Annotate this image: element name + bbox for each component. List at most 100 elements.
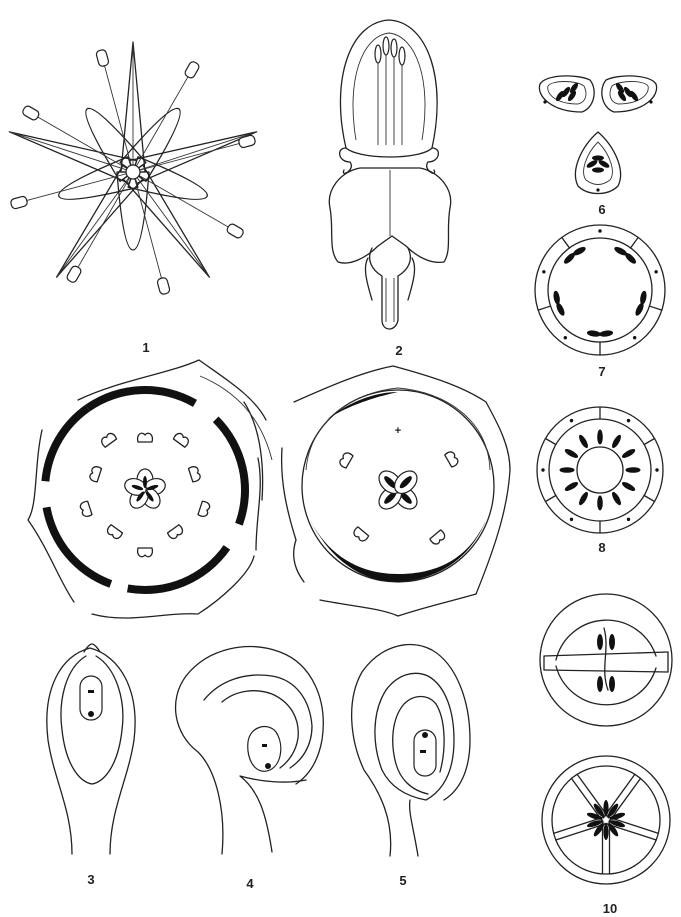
figure-3-label: 3 <box>87 872 94 887</box>
ovule <box>577 434 589 450</box>
stamen <box>138 548 153 557</box>
vascular-dot <box>655 468 658 471</box>
ovule <box>592 155 604 160</box>
vascular-dot <box>570 419 573 422</box>
ovule <box>552 290 560 305</box>
petal <box>43 507 113 588</box>
figure-4-label: 4 <box>246 876 254 891</box>
stamen <box>106 524 123 540</box>
suture <box>644 496 654 502</box>
stamen <box>79 501 92 518</box>
suture <box>562 237 570 248</box>
suture <box>649 306 661 310</box>
petal <box>41 405 90 482</box>
stamen <box>188 465 201 482</box>
vascular-dot <box>542 270 545 273</box>
stamen-filament <box>133 172 235 231</box>
figure-5-label: 5 <box>399 873 406 888</box>
figure-7-label: 7 <box>598 364 605 379</box>
figure-6-label: 6 <box>598 202 605 217</box>
ovule <box>597 430 603 445</box>
stamen-filament <box>133 70 192 172</box>
suture <box>545 439 555 445</box>
figure-6-three-carpel-section <box>539 76 656 194</box>
vascular-dot <box>633 336 636 339</box>
ovule <box>592 167 604 172</box>
ovule <box>560 467 575 473</box>
vascular-dot <box>564 336 567 339</box>
stamen <box>352 527 369 543</box>
ovule <box>621 447 637 459</box>
ovule <box>564 447 580 459</box>
stamen-anther <box>21 105 40 122</box>
figure-9-bilocular-section <box>540 594 672 726</box>
vascular-dot <box>541 468 544 471</box>
suture <box>631 237 639 248</box>
stamen-anther <box>226 223 245 240</box>
stamen <box>167 524 184 540</box>
stamen-filament <box>102 58 133 172</box>
petal <box>213 416 249 525</box>
suture <box>538 306 550 310</box>
petal-inner <box>117 172 149 250</box>
stamen <box>198 501 211 518</box>
vascular-dot <box>654 270 657 273</box>
figure-3-orthotropous-ovule <box>47 644 135 854</box>
ovule <box>577 491 589 507</box>
ovule <box>621 480 637 492</box>
stamen-anther <box>184 60 201 79</box>
ovule <box>564 480 580 492</box>
suture <box>545 496 555 502</box>
vascular-dot <box>627 518 630 521</box>
vascular-dot <box>627 419 630 422</box>
figure-4-campylotropous-ovule <box>176 647 324 854</box>
ovule <box>610 491 622 507</box>
ovule <box>587 330 602 338</box>
stamen <box>430 530 447 546</box>
figure-5-anatropous-ovule <box>352 645 470 856</box>
figure-1-label: 1 <box>142 340 149 355</box>
stamen <box>138 433 153 442</box>
figure-1-star-flower <box>9 42 256 295</box>
vascular-dot <box>570 518 573 521</box>
petal-midrib <box>133 172 209 277</box>
stamen <box>173 432 190 448</box>
stamen <box>445 450 460 467</box>
stamen-anther <box>96 49 110 67</box>
ovule <box>610 434 622 450</box>
stamen-anther <box>10 196 28 210</box>
ovule <box>603 800 608 816</box>
stamen-anther <box>66 265 83 284</box>
stamen-filament <box>133 172 164 286</box>
stamen <box>338 451 353 468</box>
ovule <box>603 824 608 840</box>
petal-inner <box>59 157 138 200</box>
ovule <box>639 290 647 305</box>
cross-mark: + <box>395 425 401 437</box>
figure-8-axile-section <box>537 407 663 533</box>
figure-10-five-locule-section <box>542 756 670 884</box>
floral-diagram-left <box>28 360 272 618</box>
ovule <box>597 496 603 511</box>
petal-midrib <box>133 132 257 172</box>
figure-10-label: 10 <box>603 901 617 916</box>
stamen-filament <box>74 172 133 274</box>
figure-8-label: 8 <box>598 540 605 555</box>
ovule <box>626 467 641 473</box>
petal-midrib <box>9 132 133 172</box>
figure-2-label: 2 <box>395 343 402 358</box>
figure-7-parietal-section <box>535 225 665 355</box>
stamen-anther <box>157 277 171 295</box>
vascular-dot <box>598 229 601 232</box>
stamen <box>100 432 117 448</box>
stamen <box>89 465 102 482</box>
ovule <box>143 476 147 488</box>
stamen-filament <box>133 141 247 172</box>
suture <box>644 439 654 445</box>
figure-2-labiate-flower <box>329 20 450 329</box>
ovule <box>599 330 614 338</box>
petal <box>127 545 230 594</box>
floral-diagram-right: + <box>282 366 510 616</box>
petal-midrib <box>57 172 133 277</box>
